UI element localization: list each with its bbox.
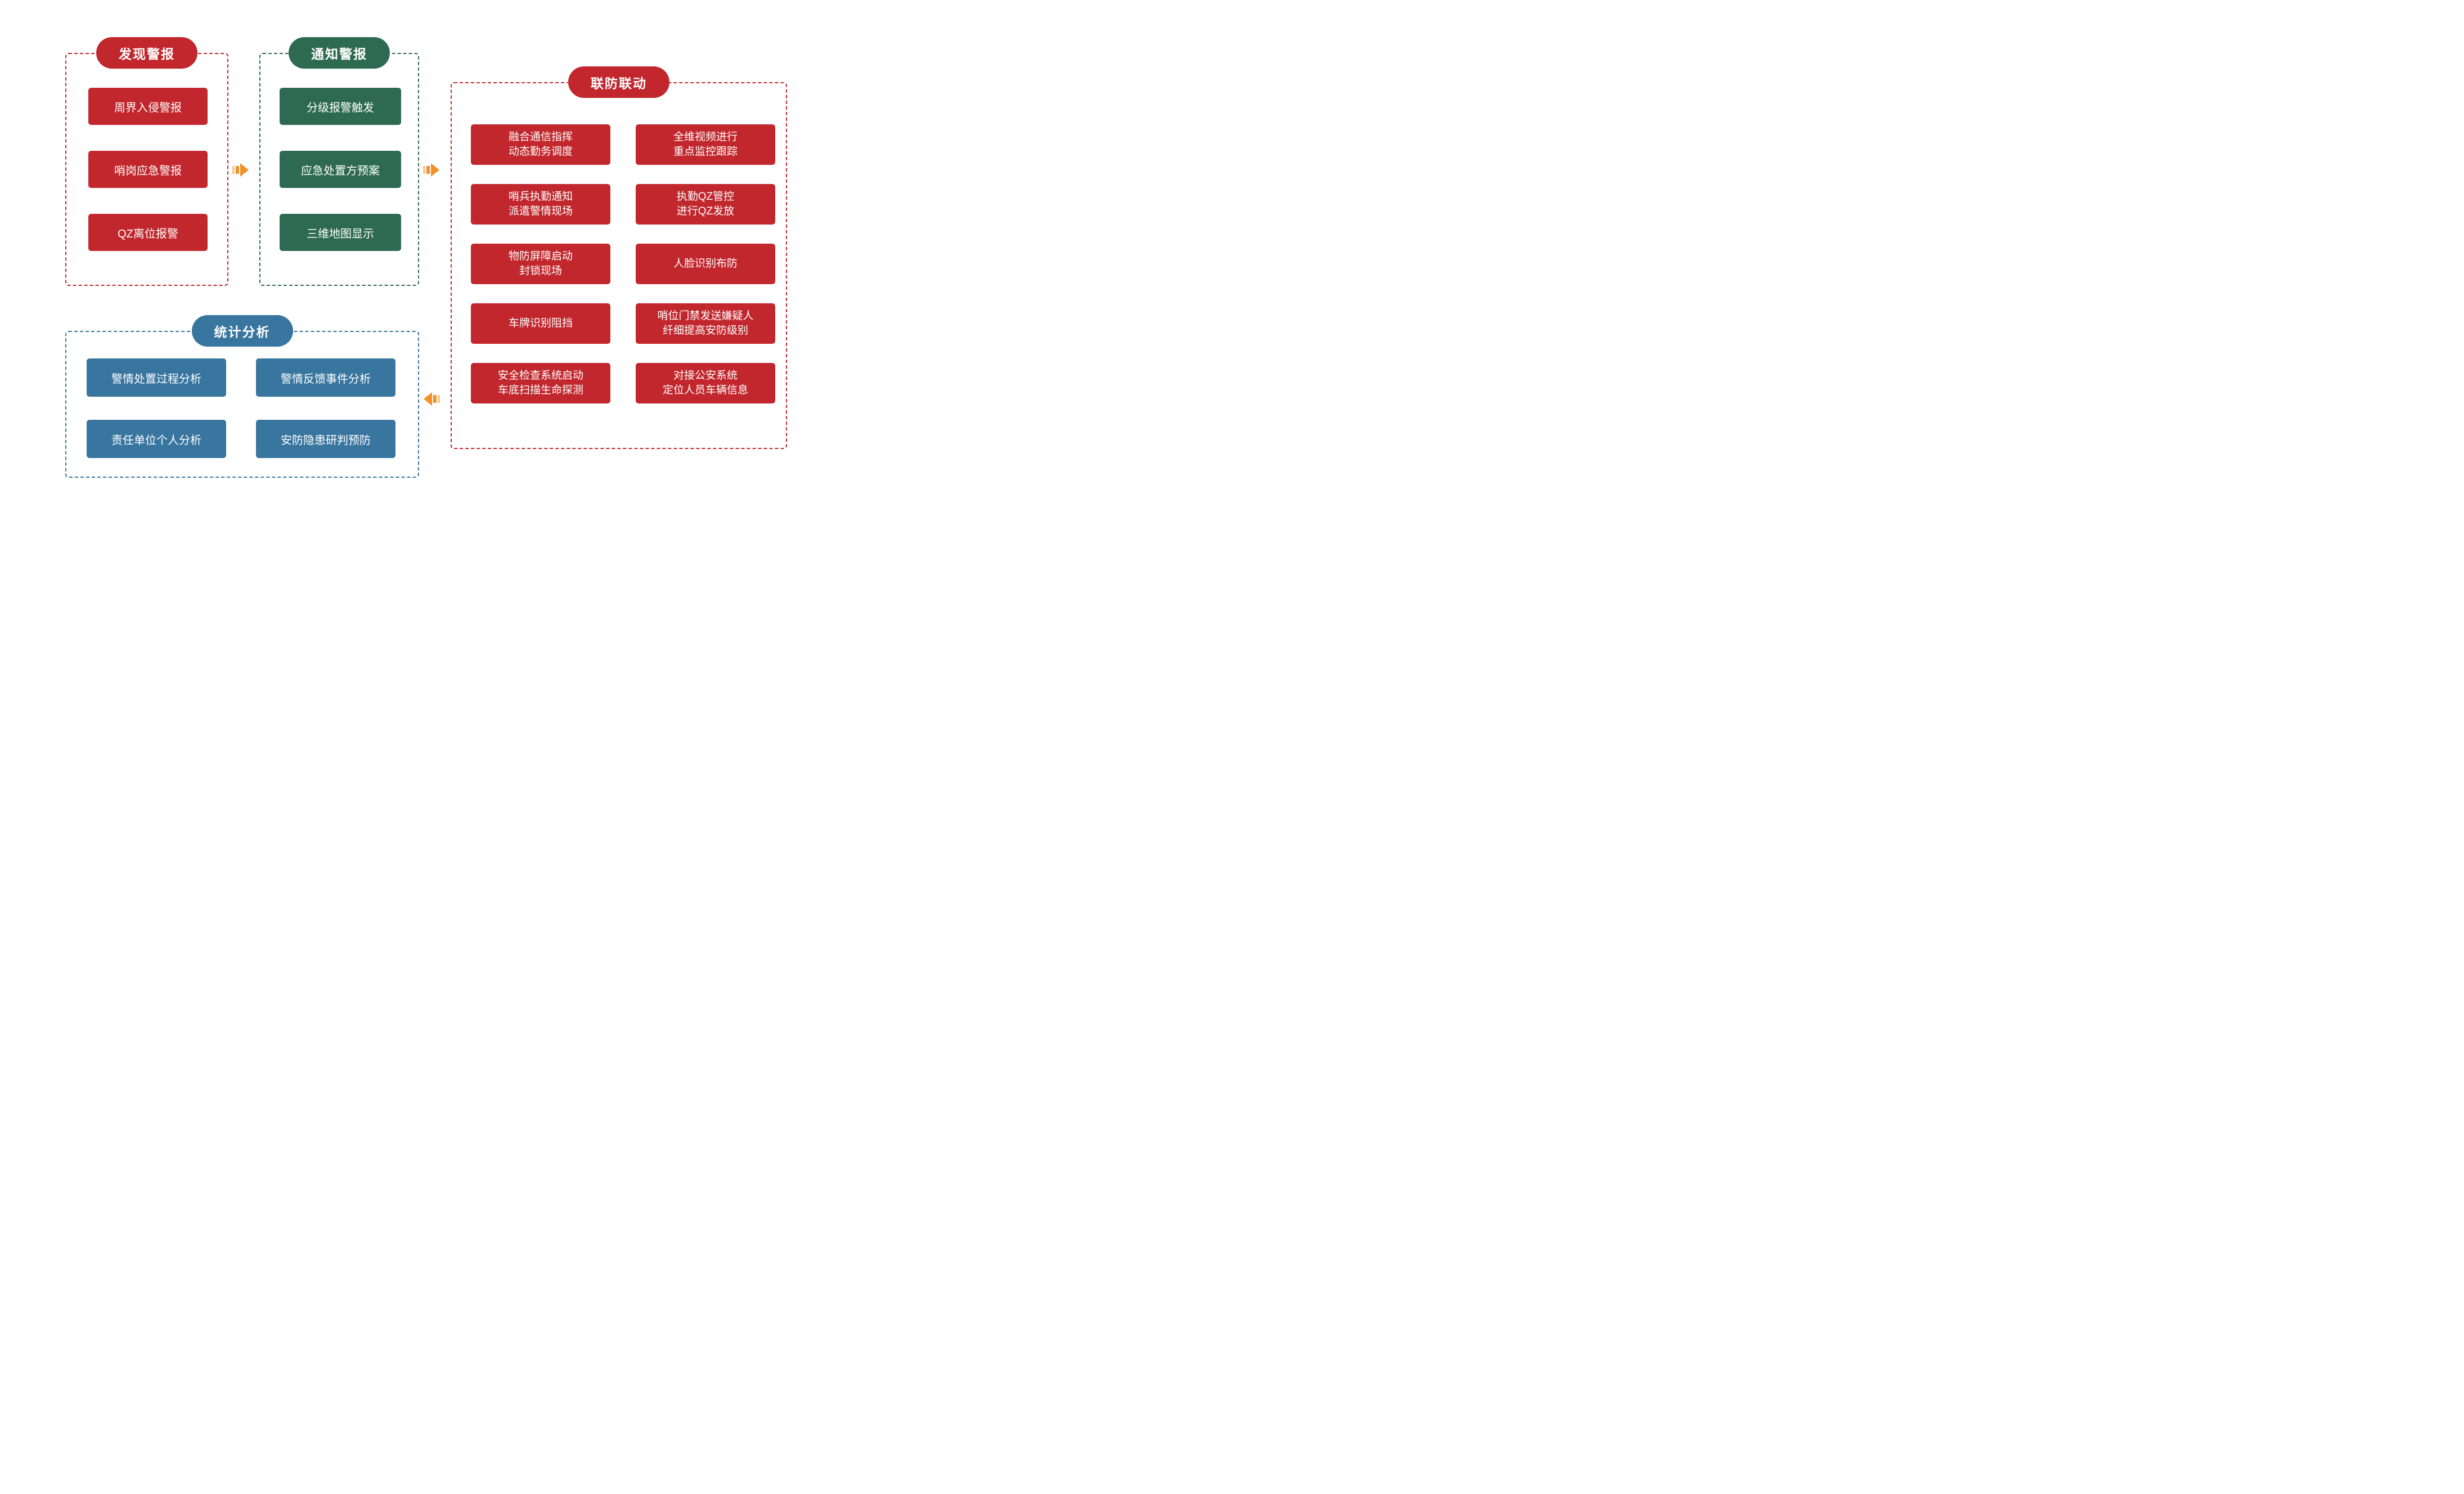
group-notify-alarm: 通知警报 分级报警触发 应急处置方预案 三维地图显示	[259, 37, 419, 286]
node-3d-map-display: 三维地图显示	[280, 214, 401, 251]
flow-arrow-notify-to-joint	[423, 163, 440, 177]
fast-forward-arrow-icon	[423, 163, 439, 177]
node-emergency-response-plan: 应急处置方预案	[280, 151, 401, 188]
node-converged-comm-command-dispatch: 融合通信指挥 动态勤务调度	[471, 124, 610, 165]
node-graded-alarm-trigger: 分级报警触发	[280, 88, 401, 125]
node-plate-recognition-block: 车牌识别阻挡	[471, 303, 610, 344]
section-title-joint-defense-label: 联防联动	[591, 76, 647, 91]
node-security-risk-assessment-prevention: 安防隐患研判预防	[256, 420, 395, 458]
node-responsible-unit-individual-analysis: 责任单位个人分析	[87, 420, 226, 458]
section-title-joint-defense: 联防联动	[568, 66, 669, 98]
node-alarm-handling-process-analysis: 警情处置过程分析	[87, 358, 226, 397]
node-physical-barrier-lockdown: 物防屏障启动 封锁现场	[471, 244, 610, 284]
node-sentry-access-suspect-alert: 哨位门禁发送嫌疑人 纤细提高安防级别	[636, 303, 775, 344]
group-joint-defense-linkage: 联防联动 融合通信指挥 动态勤务调度 哨兵执勤通知 派遣警情现场 物防屏障启动 …	[451, 66, 787, 449]
node-police-system-locate-info: 对接公安系统 定位人员车辆信息	[636, 363, 775, 403]
section-title-statistical-analysis: 统计分析	[191, 315, 293, 347]
node-sentry-duty-notify-dispatch: 哨兵执勤通知 派遣警情现场	[471, 184, 610, 225]
node-face-recognition-deploy: 人脸识别布防	[636, 244, 775, 284]
group-statistical-analysis: 统计分析 警情处置过程分析 警情反馈事件分析 责任单位个人分析 安防隐患研判预防	[65, 315, 419, 478]
node-security-check-underbody-scan: 安全检查系统启动 车底扫描生命探测	[471, 363, 610, 403]
fast-forward-arrow-icon	[232, 163, 249, 177]
fast-forward-arrow-icon	[424, 392, 440, 406]
diagram-canvas: 发现警报 周界入侵警报 哨岗应急警报 QZ离位报警 通知警报 分级报警触发 应急…	[0, 0, 821, 498]
node-duty-qz-control-issue: 执勤QZ管控 进行QZ发放	[636, 184, 775, 225]
node-sentry-emergency-alarm: 哨岗应急警报	[88, 151, 208, 188]
node-qz-offsite-alarm: QZ离位报警	[88, 214, 208, 251]
group-discover-alarm: 发现警报 周界入侵警报 哨岗应急警报 QZ离位报警	[65, 37, 228, 286]
section-title-discover-alarm-label: 发现警报	[119, 47, 175, 61]
section-title-discover-alarm: 发现警报	[96, 37, 197, 69]
section-title-statistical-analysis-label: 统计分析	[214, 325, 271, 339]
node-perimeter-intrusion-alarm: 周界入侵警报	[88, 88, 208, 125]
flow-arrow-discover-to-notify	[232, 163, 249, 177]
section-title-notify-alarm-label: 通知警报	[311, 47, 367, 61]
section-title-notify-alarm: 通知警报	[289, 37, 390, 69]
node-panoramic-video-key-tracking: 全维视频进行 重点监控跟踪	[636, 124, 775, 165]
flow-arrow-joint-to-stats	[423, 392, 440, 406]
node-alarm-feedback-event-analysis: 警情反馈事件分析	[256, 358, 395, 397]
